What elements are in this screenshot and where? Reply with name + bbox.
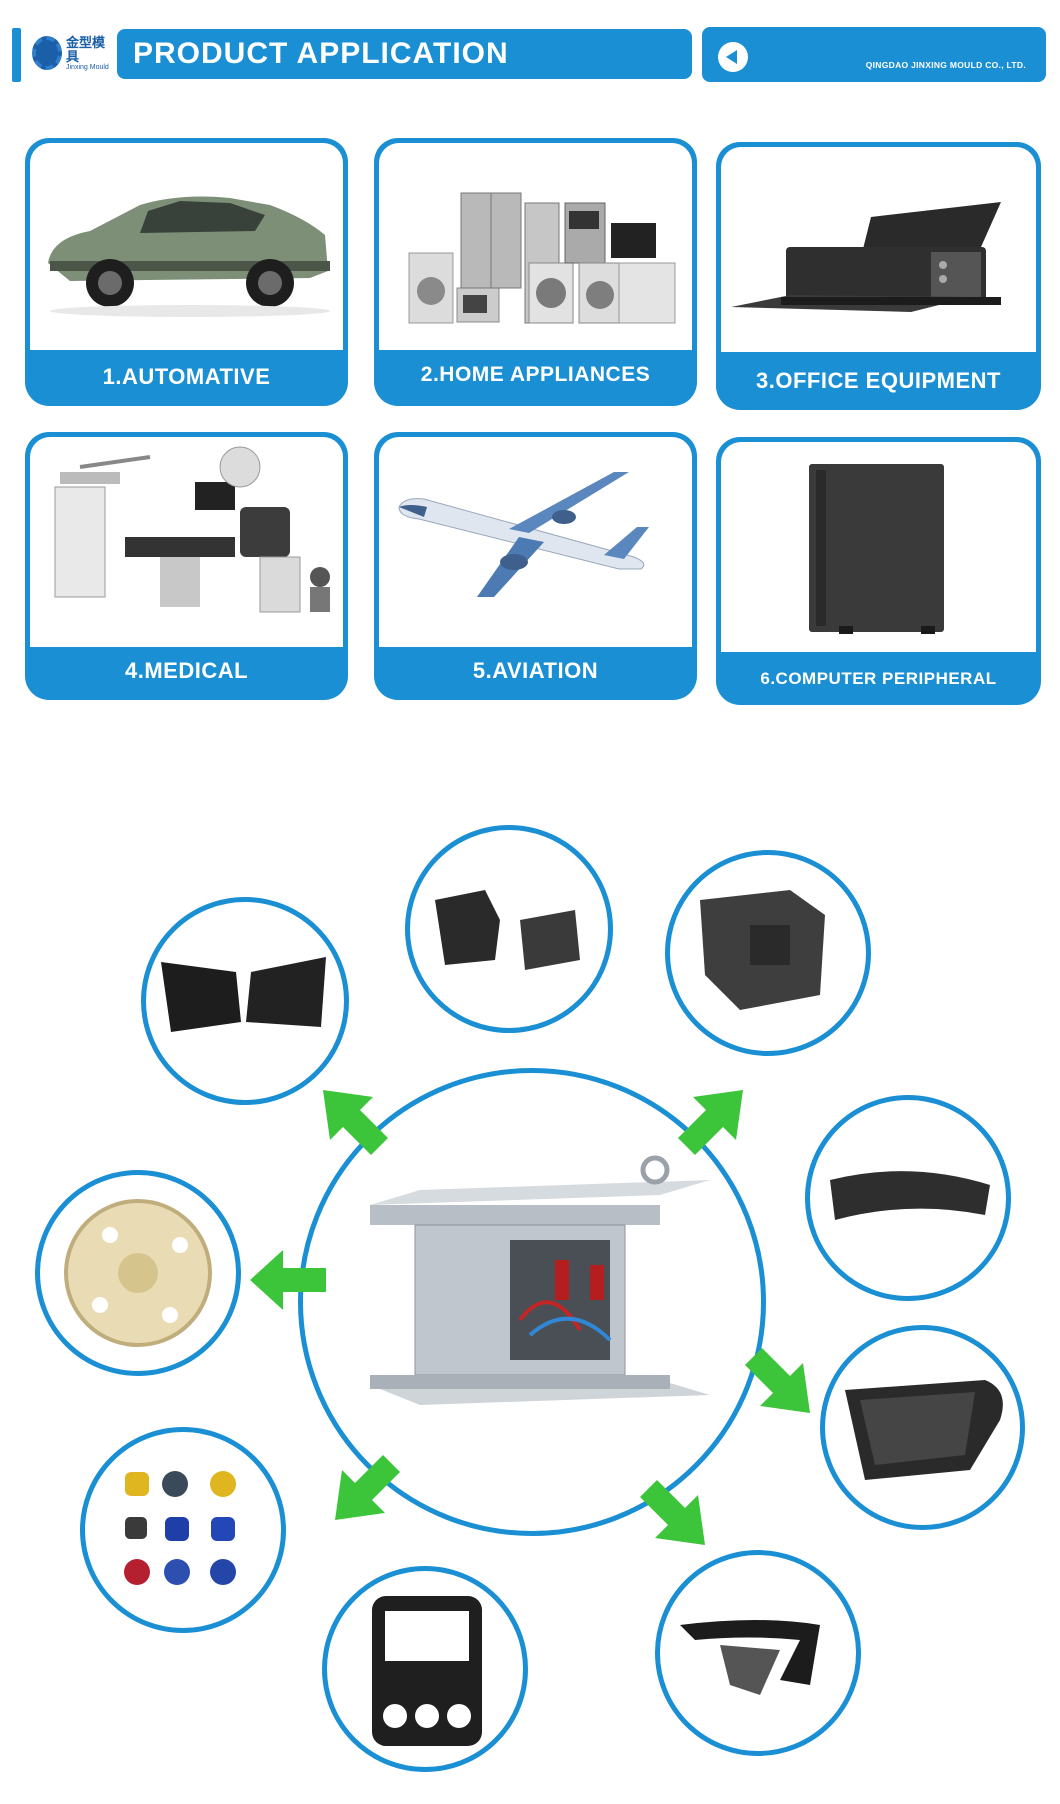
office-equipment-image	[721, 147, 1036, 352]
page-title-bar: PRODUCT APPLICATION	[117, 29, 692, 79]
application-label: 4.MEDICAL	[124, 658, 249, 683]
automotive-image	[30, 143, 343, 350]
arrow-down-right-icon	[640, 1480, 705, 1545]
gear-logo-icon	[32, 36, 62, 70]
product-circle-hub-cap	[35, 1170, 241, 1376]
back-arrow-icon	[726, 50, 737, 64]
product-circle-bracket-parts	[405, 825, 613, 1033]
application-card-home-appliances[interactable]: 2.HOME APPLIANCES	[374, 138, 697, 406]
arrow-down-right-icon	[745, 1348, 810, 1413]
page-title: PRODUCT APPLICATION	[133, 37, 509, 70]
application-card-computer-peripheral[interactable]: 6.COMPUTER PERIPHERAL	[716, 437, 1041, 705]
application-card-automotive[interactable]: 1.AUTOMATIVE	[25, 138, 348, 406]
application-label: 6.COMPUTER PERIPHERAL	[760, 669, 997, 688]
computer-peripheral-image	[721, 442, 1036, 652]
application-card-aviation[interactable]: 5.AVIATION	[374, 432, 697, 700]
arrow-up-right-icon	[678, 1090, 743, 1155]
product-circle-headlight-bezel	[655, 1550, 861, 1756]
aviation-image	[379, 437, 692, 647]
application-label: 1.AUTOMATIVE	[102, 364, 271, 389]
injection-mould-image	[360, 1150, 715, 1430]
product-circle-engine-cover	[665, 850, 871, 1056]
application-label: 3.OFFICE EQUIPMENT	[756, 368, 1001, 393]
arrow-left-icon	[250, 1250, 326, 1310]
application-label: 2.HOME APPLIANCES	[420, 363, 651, 386]
arrow-down-left-icon	[335, 1455, 400, 1520]
header-accent-bar	[12, 28, 21, 82]
application-card-medical[interactable]: 4.MEDICAL	[25, 432, 348, 700]
company-logo: 金型模具 Jinxing Mould	[32, 30, 110, 76]
company-name: QINGDAO JINXING MOULD CO., LTD.	[865, 60, 1026, 70]
product-circle-dashboard-frame	[805, 1095, 1011, 1301]
logo-text: 金型模具	[66, 34, 106, 64]
back-button[interactable]	[718, 42, 748, 72]
application-card-office-equipment[interactable]: 3.OFFICE EQUIPMENT	[716, 142, 1041, 410]
medical-image	[30, 437, 343, 647]
home-appliances-image	[379, 143, 692, 350]
mould-hub-circle	[298, 1068, 766, 1536]
product-circle-headlamp-housing	[141, 897, 349, 1105]
logo-subtext: Jinxing Mould	[66, 63, 109, 71]
arrow-up-left-icon	[323, 1090, 388, 1155]
company-bar	[702, 27, 1046, 82]
product-circle-plastic-caps	[80, 1427, 286, 1633]
product-circle-speaker-grille	[820, 1325, 1025, 1530]
application-label: 5.AVIATION	[472, 658, 599, 683]
product-circle-car-console	[322, 1566, 528, 1772]
